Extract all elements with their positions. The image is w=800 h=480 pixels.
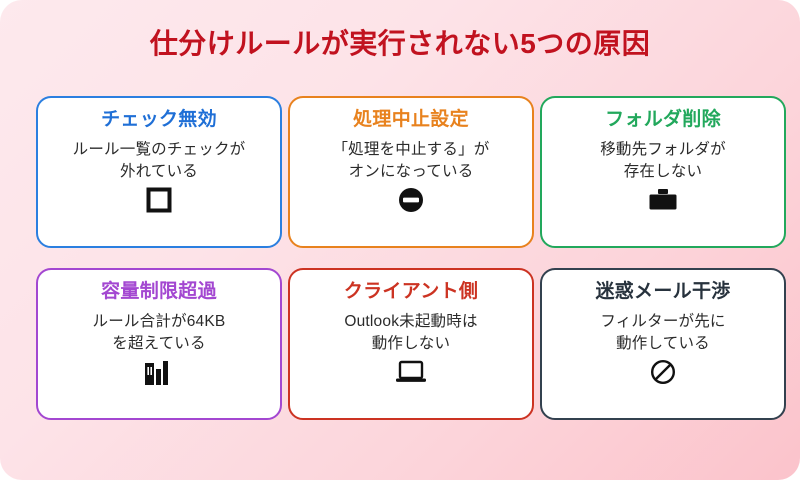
cause-card-body: 移動先フォルダが 存在しない bbox=[600, 141, 726, 180]
briefcase-icon bbox=[648, 185, 678, 215]
cause-card-body: ルール一覧のチェックが 外れている bbox=[72, 141, 246, 180]
cause-card-body: Outlook未起動時は 動作しない bbox=[344, 313, 478, 352]
cause-card-heading: チェック無効 bbox=[101, 109, 217, 130]
cause-card-folder-deleted[interactable]: フォルダ削除 移動先フォルダが 存在しない bbox=[540, 96, 786, 248]
cause-card-client-side[interactable]: クライアント側 Outlook未起動時は 動作しない bbox=[288, 268, 534, 420]
no-entry-icon bbox=[398, 185, 424, 215]
cause-card-heading: 迷惑メール干渉 bbox=[595, 281, 731, 302]
cause-card-body: 「処理を中止する」が オンになっている bbox=[332, 141, 490, 180]
checkbox-empty-icon bbox=[146, 185, 172, 215]
cause-card-stop-processing[interactable]: 処理中止設定 「処理を中止する」が オンになっている bbox=[288, 96, 534, 248]
cause-card-body: ルール合計が64KB を超えている bbox=[92, 313, 226, 352]
page-title: 仕分けルールが実行されない5つの原因 bbox=[149, 28, 651, 59]
cause-card-heading: フォルダ削除 bbox=[605, 109, 721, 130]
cause-card-body: フィルターが先に 動作している bbox=[600, 313, 726, 352]
cause-card-check-disabled[interactable]: チェック無効 ルール一覧のチェックが 外れている bbox=[36, 96, 282, 248]
prohibited-icon bbox=[650, 357, 676, 387]
laptop-icon bbox=[395, 357, 427, 387]
cause-card-heading: 容量制限超過 bbox=[101, 281, 217, 302]
cause-card-grid: チェック無効 ルール一覧のチェックが 外れている 処理中止設定 「処理を中止する… bbox=[36, 96, 786, 420]
bar-chart-icon bbox=[145, 357, 173, 387]
cause-card-size-limit[interactable]: 容量制限超過 ルール合計が64KB を超えている bbox=[36, 268, 282, 420]
cause-card-heading: 処理中止設定 bbox=[353, 109, 469, 130]
cause-card-heading: クライアント側 bbox=[343, 281, 479, 302]
cause-card-junk-filter[interactable]: 迷惑メール干渉 フィルターが先に 動作している bbox=[540, 268, 786, 420]
